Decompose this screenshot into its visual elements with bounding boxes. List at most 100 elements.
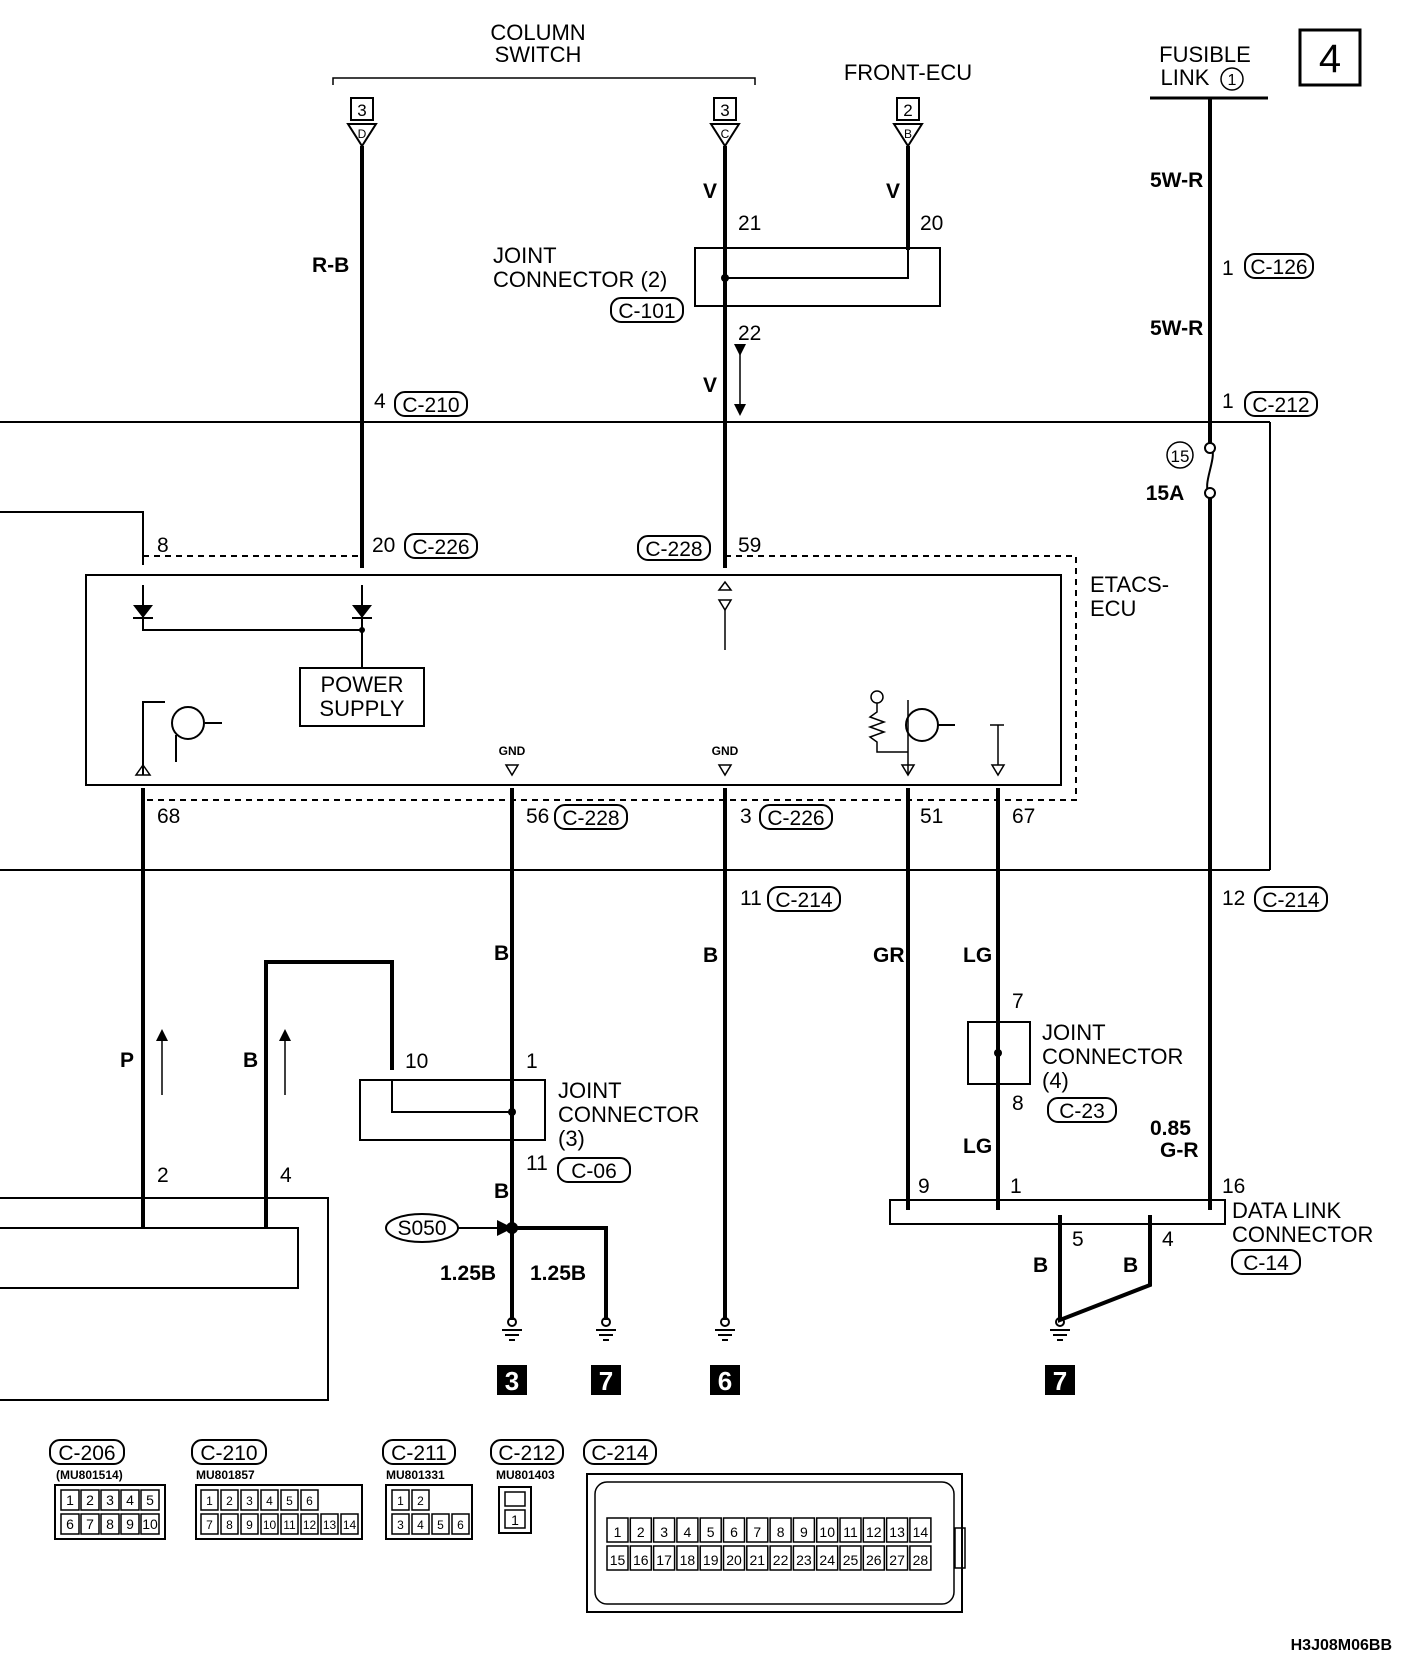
joint-connector-3: 10 1 11 JOINT CONNECTOR (3) C-06 [359, 1050, 699, 1183]
cavity [411, 1489, 430, 1511]
svg-text:4: 4 [280, 1164, 292, 1187]
svg-text:(4): (4) [1042, 1068, 1069, 1093]
cavity [815, 1517, 839, 1543]
flag-col-d: 3 D [346, 97, 378, 148]
connector-view-c212: C-212 MU801403 1 [490, 1439, 564, 1534]
cavity [280, 1489, 299, 1511]
cavity-label: 10 [263, 1518, 277, 1532]
cavity [431, 1513, 450, 1535]
cavity-label: 4 [684, 1524, 692, 1540]
svg-text:C-228: C-228 [645, 538, 702, 561]
svg-text:12: 12 [1222, 887, 1245, 910]
wire-label-b: B [243, 1049, 258, 1072]
cavity-label: 14 [913, 1524, 929, 1540]
svg-text:C-126: C-126 [1250, 256, 1307, 279]
cavity [815, 1545, 839, 1571]
cavity [746, 1517, 769, 1543]
cavity-label: 10 [142, 1516, 158, 1532]
svg-text:11: 11 [526, 1152, 548, 1175]
cavity-label: 1 [66, 1492, 74, 1508]
cavity [220, 1513, 239, 1535]
cavity [746, 1545, 769, 1571]
page-number: 4 [1298, 28, 1362, 87]
svg-text:B: B [904, 127, 912, 141]
cavity [606, 1545, 629, 1571]
conn-c226b: 3 C-226 [740, 804, 833, 830]
cavity [722, 1545, 746, 1571]
cavity [862, 1517, 886, 1543]
cavity [676, 1545, 699, 1571]
cavity-label: 5 [286, 1494, 293, 1508]
cavity [260, 1489, 279, 1511]
cavity-label: 22 [773, 1552, 789, 1568]
wire-label-p: P [120, 1049, 134, 1072]
cavity-label: 9 [246, 1518, 253, 1532]
svg-text:C-212: C-212 [1252, 394, 1309, 417]
svg-text:SWITCH: SWITCH [495, 42, 582, 67]
cavity-label: 2 [226, 1494, 233, 1508]
cavity [60, 1513, 80, 1535]
cavity-label: 5 [437, 1518, 444, 1532]
cavity [300, 1513, 319, 1535]
svg-text:S050: S050 [397, 1217, 446, 1240]
svg-text:C-210: C-210 [402, 394, 459, 417]
cavity-label: 24 [819, 1552, 835, 1568]
cavity-label: 4 [417, 1518, 424, 1532]
cavity [120, 1489, 140, 1511]
svg-text:(MU801514): (MU801514) [56, 1468, 123, 1482]
wire-label-gr: GR [873, 944, 905, 967]
svg-text:CONNECTOR (2): CONNECTOR (2) [493, 267, 667, 292]
svg-text:ECU: ECU [1090, 596, 1136, 621]
svg-text:JOINT: JOINT [493, 243, 557, 268]
cavity-label: 15 [610, 1552, 626, 1568]
svg-text:8: 8 [157, 534, 169, 557]
svg-text:3: 3 [357, 101, 366, 120]
etacs-ecu: ETACS- ECU POWER SUPPLY GND GND [85, 555, 1169, 801]
svg-text:6: 6 [718, 1366, 732, 1396]
column-switch-label: COLUMN SWITCH [332, 20, 756, 85]
svg-text:GND: GND [712, 744, 739, 758]
svg-text:(3): (3) [558, 1126, 585, 1151]
cavity [80, 1513, 100, 1535]
cavity [200, 1513, 219, 1535]
cavity [839, 1517, 862, 1543]
conn-c214a: 11 C-214 [740, 886, 841, 912]
wire-label-085: 0.85 [1150, 1117, 1191, 1140]
cavity [411, 1513, 430, 1535]
cavity-label: 3 [246, 1494, 253, 1508]
svg-text:MU801403: MU801403 [496, 1468, 555, 1482]
cavity [340, 1513, 359, 1535]
left-component: 2 4 [0, 1164, 329, 1401]
svg-text:C-228: C-228 [562, 807, 619, 830]
cavity [200, 1489, 219, 1511]
cavity [792, 1517, 816, 1543]
joint-connector-2: JOINT CONNECTOR (2) C-101 21 20 22 [493, 212, 943, 416]
svg-text:4: 4 [374, 390, 386, 413]
svg-text:C-206: C-206 [58, 1442, 115, 1465]
svg-text:C-23: C-23 [1059, 1100, 1105, 1123]
cavity-label: 6 [66, 1516, 74, 1532]
svg-text:JOINT: JOINT [558, 1078, 622, 1103]
svg-text:1: 1 [526, 1050, 538, 1073]
wire-label-gr: G-R [1160, 1139, 1199, 1162]
cavity-label: 6 [306, 1494, 313, 1508]
conn-c126: 1 C-126 [1222, 253, 1314, 280]
cavity-label: 9 [126, 1516, 134, 1532]
cavity [885, 1517, 909, 1543]
svg-text:5: 5 [1072, 1228, 1084, 1251]
conn-c228a: C-228 59 [637, 534, 761, 561]
cavity-label: 20 [726, 1552, 742, 1568]
svg-text:9: 9 [918, 1175, 930, 1198]
joint-connector-4: 7 8 JOINT CONNECTOR (4) C-23 [967, 990, 1183, 1123]
front-ecu-label: FRONT-ECU [844, 60, 972, 85]
wire-label-b: B [1033, 1254, 1048, 1277]
cavity [140, 1489, 160, 1511]
svg-text:7: 7 [599, 1366, 613, 1396]
svg-text:59: 59 [738, 534, 761, 557]
cavity-label: 18 [680, 1552, 696, 1568]
svg-text:C-06: C-06 [571, 1160, 617, 1183]
svg-text:10: 10 [405, 1050, 428, 1073]
